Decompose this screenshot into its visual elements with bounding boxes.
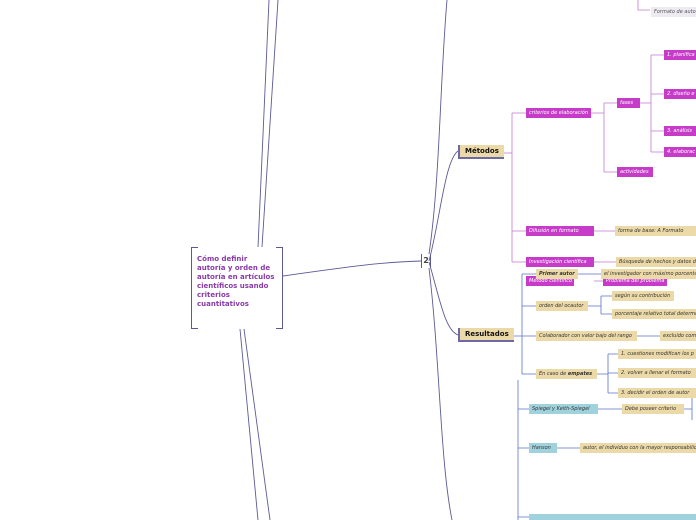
- node-colaborador-desc[interactable]: excluido como: [660, 331, 696, 341]
- hub-node[interactable]: 2: [421, 254, 431, 268]
- node-empate-2[interactable]: 2. volver a llenar el formato: [618, 368, 696, 378]
- node-orden-2[interactable]: porcentaje relativo total determi: [612, 309, 696, 319]
- empate-bold: empates: [567, 371, 593, 377]
- node-formato-base[interactable]: forma de base: A Formato: [615, 226, 696, 236]
- node-primer-autor-desc[interactable]: el investigador con máximo porcenta: [601, 269, 696, 279]
- node-orden[interactable]: orden del ocautor: [536, 301, 588, 311]
- root-bracket-left: [191, 247, 198, 329]
- node-criterios[interactable]: criterios de elaboración: [526, 108, 591, 118]
- node-busqueda[interactable]: Búsqueda de hechos y datos d: [616, 257, 696, 267]
- node-spiegel[interactable]: Spiegel y Keith-Spiegel: [529, 404, 598, 414]
- node-fases[interactable]: fases: [617, 98, 640, 108]
- node-fase-1[interactable]: 1. planifica: [664, 50, 696, 60]
- node-difusion[interactable]: Difusión en formato: [526, 226, 594, 236]
- node-bottom-partial[interactable]: [529, 514, 696, 520]
- node-actividades[interactable]: actividades: [617, 167, 653, 177]
- node-empates[interactable]: En caso de empates: [536, 369, 597, 379]
- root-topic[interactable]: Cómo definir autoría y orden de autoría …: [191, 247, 283, 329]
- node-fase-2[interactable]: 2. diseño e: [664, 89, 696, 99]
- node-investigacion[interactable]: Investigación científica: [526, 257, 594, 267]
- node-colaborador[interactable]: Colaborador con valor bajo del rango: [536, 331, 637, 341]
- section-metodos[interactable]: Métodos: [458, 145, 504, 159]
- node-hanson-desc[interactable]: autor, el individuo con la mayor respons…: [580, 443, 696, 453]
- root-bracket-right: [276, 247, 283, 329]
- node-fase-4[interactable]: 4. elaborac: [664, 147, 696, 157]
- node-fase-3[interactable]: 3. análisis: [664, 126, 696, 136]
- node-primer-autor[interactable]: Primer autor: [536, 269, 578, 279]
- node-spiegel-desc[interactable]: Debe poseer criterio: [622, 404, 684, 414]
- section-resultados[interactable]: Resultados: [458, 328, 514, 342]
- node-hanson[interactable]: Hanson: [529, 443, 557, 453]
- empate-prefix: En caso de: [539, 371, 568, 377]
- root-title: Cómo definir autoría y orden de autoría …: [197, 255, 275, 308]
- node-metodo-cientifico[interactable]: Método científico: [526, 276, 574, 286]
- node-empate-3[interactable]: 3. decidir el orden de autor: [618, 388, 696, 398]
- node-empate-1[interactable]: 1. cuestiones modifican los p: [618, 349, 696, 359]
- node-problema[interactable]: Problema del problema: [603, 276, 667, 286]
- node-formato-autoria[interactable]: Formato de auto: [651, 7, 696, 17]
- node-orden-1[interactable]: según su contribución: [612, 291, 674, 301]
